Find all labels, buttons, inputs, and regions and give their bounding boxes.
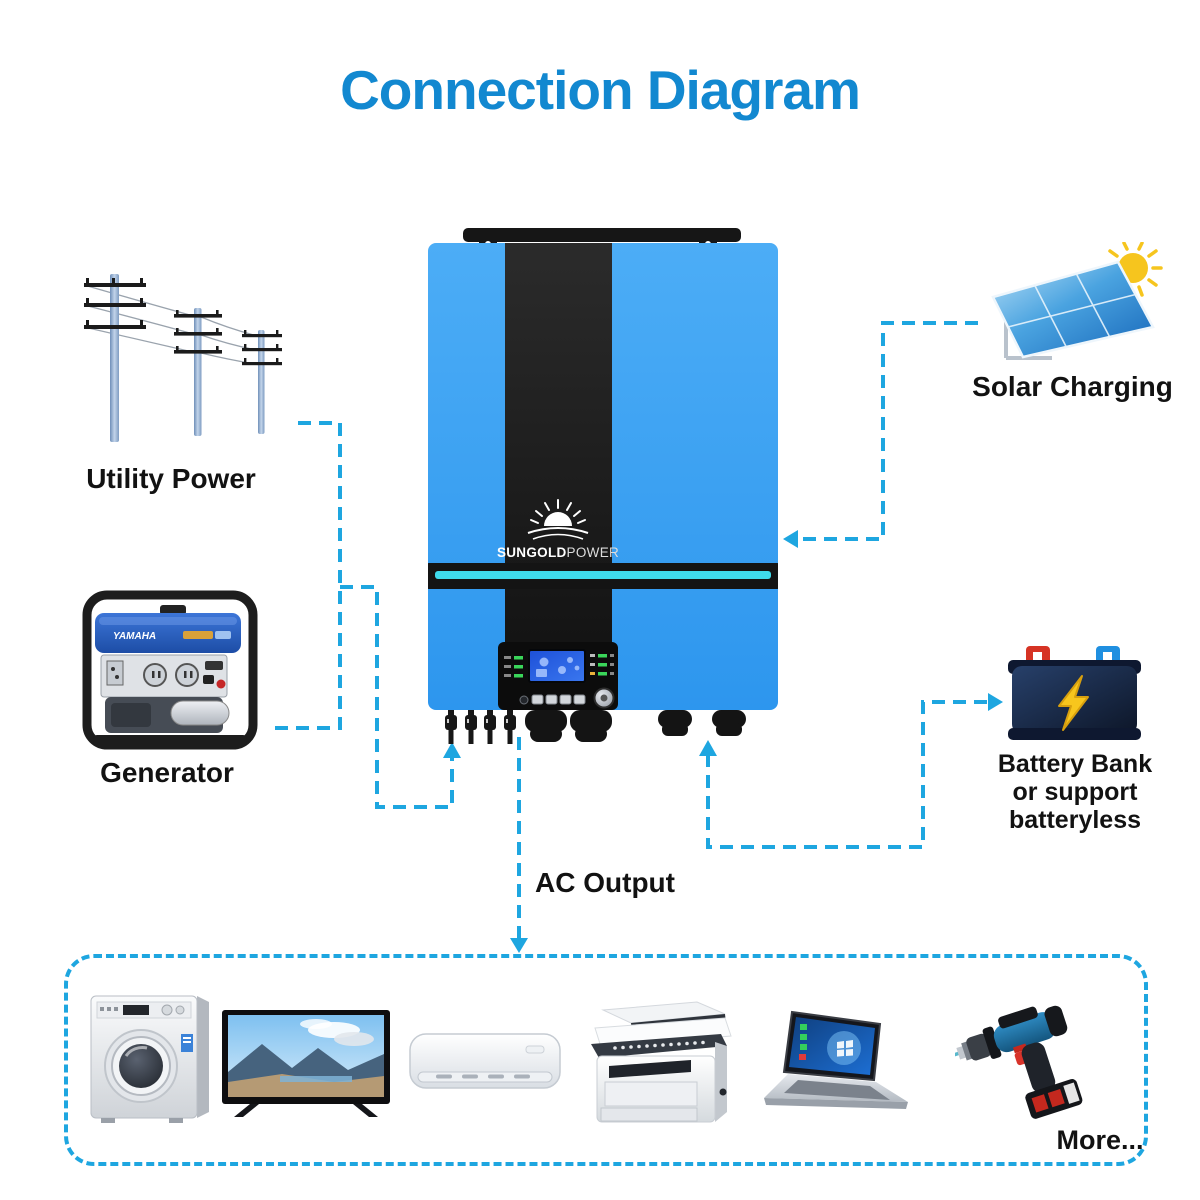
- status-leds-right: [590, 654, 614, 676]
- battery-label-line2: or support: [1012, 778, 1138, 806]
- laptop-keyboard: [784, 1080, 890, 1100]
- generator-icon: YAMAHA: [82, 590, 258, 750]
- brand-power: POWER: [567, 545, 620, 560]
- ac-output-arrowhead: [510, 938, 528, 953]
- drill-icon: [955, 1005, 1083, 1119]
- battery-terminal-negative: [1096, 646, 1120, 664]
- ac-output-label: AC Output: [535, 867, 675, 898]
- battery-bank-label: Battery Bank or support batteryless: [980, 750, 1170, 834]
- lightning-bolt-icon: [1058, 675, 1089, 731]
- accent-band: [428, 563, 778, 589]
- mc4-connectors: [445, 710, 516, 744]
- more-label: More...: [1056, 1125, 1144, 1155]
- power-poles-icon: [83, 274, 282, 442]
- tv-icon: [222, 1010, 390, 1117]
- washing-machine-icon: [90, 995, 209, 1123]
- ac-input-arrowhead: [443, 742, 461, 758]
- solar-arrowhead: [783, 530, 798, 548]
- solar-panel-icon: [991, 242, 1163, 360]
- battery-label-line1: Battery Bank: [997, 750, 1153, 778]
- air-conditioner-icon: [409, 1033, 561, 1089]
- control-panel: [498, 642, 618, 710]
- printer-icon: [591, 1001, 732, 1123]
- laptop-icon: [764, 1010, 908, 1109]
- svg-text:SUNGOLDPOWER: SUNGOLDPOWER: [497, 545, 619, 560]
- page-title: Connection Diagram: [340, 59, 861, 121]
- utility-power-label: Utility Power: [86, 463, 256, 494]
- panel-buttons: [519, 694, 586, 705]
- battery-icon: [1008, 646, 1141, 740]
- battery-label-line3: batteryless: [1008, 806, 1142, 834]
- generator-label: Generator: [100, 757, 234, 788]
- sungold-logo: SUNGOLDPOWER: [497, 499, 619, 560]
- generator-brand-text: YAMAHA: [113, 631, 156, 642]
- solar-line: [795, 321, 978, 541]
- solar-charging-label: Solar Charging: [972, 371, 1173, 402]
- battery-in-arrowhead: [699, 740, 717, 756]
- cable-glands: [525, 710, 746, 742]
- status-leds-left: [504, 656, 523, 678]
- battery-terminal-positive: [1026, 646, 1050, 664]
- ac-input-line: [340, 585, 454, 809]
- panel-knob: [593, 687, 615, 709]
- utility-generator-line: [273, 421, 342, 730]
- brand-sungold: SUNGOLD: [497, 545, 567, 560]
- tv-screen: [228, 1015, 384, 1097]
- battery-out-arrowhead: [988, 693, 1003, 711]
- inverter-icon: SUNGOLDPOWER: [428, 228, 778, 744]
